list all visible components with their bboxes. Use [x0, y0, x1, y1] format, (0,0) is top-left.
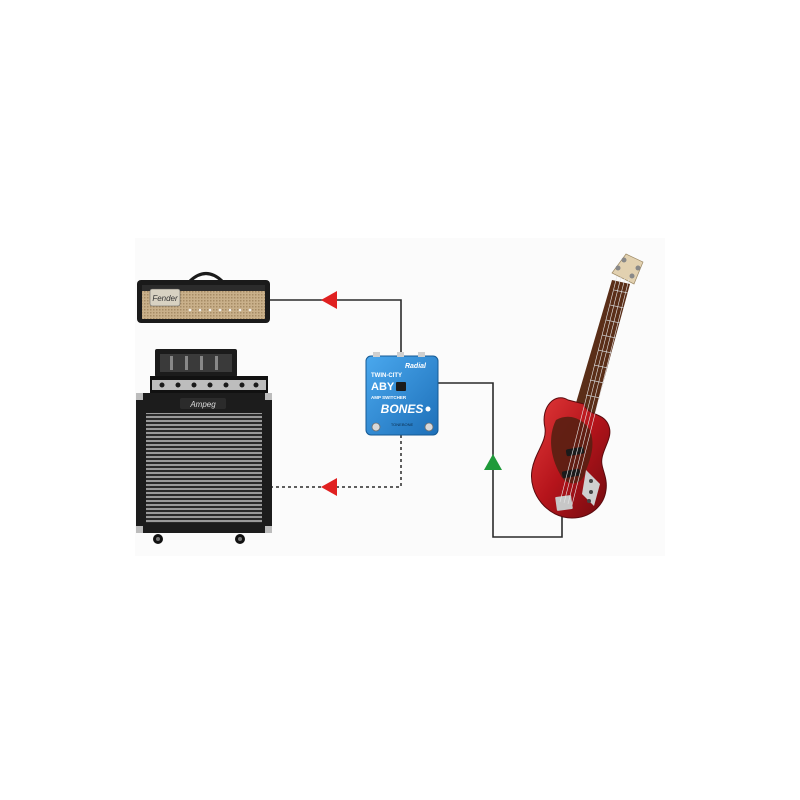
pedal-line3: AMP SWITCHER: [371, 395, 407, 400]
ampeg-bass-rig-icon: Ampeg: [136, 349, 272, 544]
electric-bass-guitar-icon: [531, 253, 644, 519]
arrow-into-pedal: [484, 454, 502, 470]
pedal-footer: TONEBONE: [391, 422, 414, 427]
cable-pedal-to-ampeg: [271, 435, 402, 488]
cable-bass-to-pedal: [438, 382, 563, 538]
aby-switcher-pedal-icon: Radial TWIN-CITY ABY AMP SWITCHER BONES …: [365, 352, 439, 436]
fender-amp-head-icon: Fender: [137, 272, 270, 323]
pedal-brand: Radial: [405, 363, 427, 370]
ampeg-logo: Ampeg: [189, 400, 216, 409]
fender-logo: Fender: [152, 294, 178, 303]
arrow-to-fender: [321, 291, 337, 309]
arrow-to-ampeg: [321, 478, 337, 496]
pedal-line1: TWIN-CITY: [371, 373, 402, 379]
pedal-model: ABY: [371, 381, 395, 393]
pedal-series: BONES: [381, 402, 424, 416]
cable-pedal-to-fender: [264, 299, 402, 356]
